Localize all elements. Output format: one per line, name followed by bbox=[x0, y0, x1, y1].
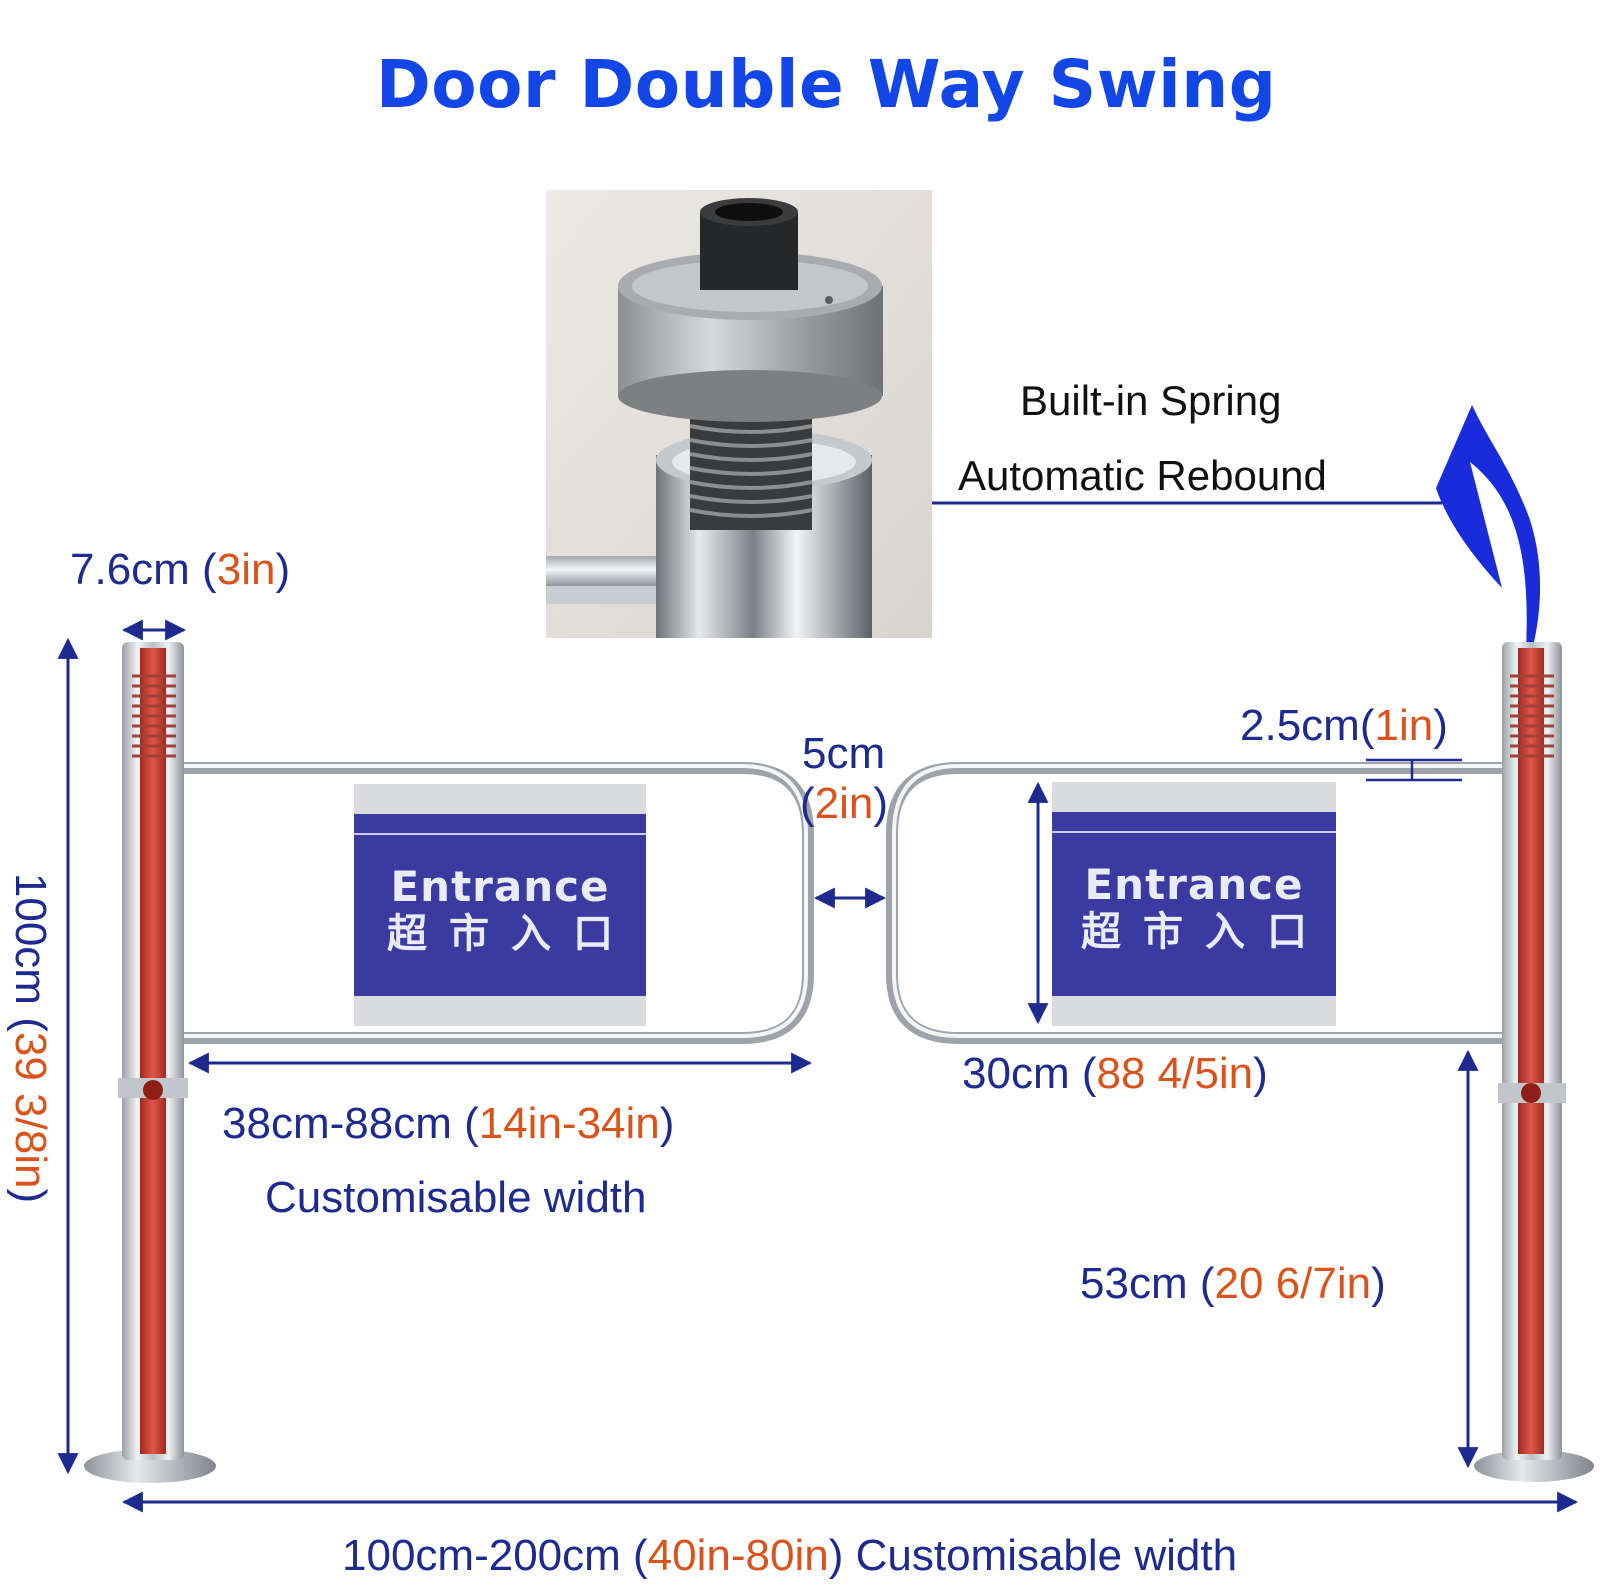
callout-line-1: Built-in Spring bbox=[1020, 377, 1282, 424]
sign-english: Entrance bbox=[1084, 860, 1304, 909]
left-entrance-sign: Entrance 超市入口 bbox=[354, 784, 646, 1026]
right-entrance-sign: Entrance 超市入口 bbox=[1052, 782, 1336, 1026]
sign-english: Entrance bbox=[390, 862, 610, 911]
post-diameter-label: 7.6cm (3in) bbox=[70, 545, 291, 594]
sign-chinese: 超市入口 bbox=[1081, 909, 1329, 955]
sign-height-label: 30cm (88 4/5in) bbox=[962, 1049, 1268, 1098]
sign-chinese: 超市入口 bbox=[387, 911, 635, 957]
rebound-arrow-icon bbox=[1436, 405, 1541, 650]
left-sign-plate bbox=[354, 784, 646, 1026]
dimension-lines bbox=[57, 619, 1579, 1513]
page-title: Door Double Way Swing bbox=[376, 46, 1277, 123]
right-sign-plate bbox=[1052, 782, 1336, 1026]
post-height-label: 100cm (39 3/8in) bbox=[6, 872, 55, 1204]
arm-height-label: 53cm (20 6/7in) bbox=[1080, 1259, 1386, 1308]
spring-photo bbox=[546, 190, 932, 638]
total-width-label: 100cm-200cm (40in-80in) Customisable wid… bbox=[342, 1531, 1238, 1580]
arm-width-label: 38cm-88cm (14in-34in) bbox=[222, 1099, 675, 1148]
tube-thickness-label: 2.5cm(1in) bbox=[1240, 701, 1448, 750]
arm-width-note: Customisable width bbox=[265, 1173, 647, 1222]
gap-metric-label: 5cm bbox=[802, 729, 886, 778]
post-base bbox=[84, 1449, 216, 1483]
left-post bbox=[84, 642, 216, 1483]
callout-line-2: Automatic Rebound bbox=[958, 452, 1327, 499]
right-post bbox=[1474, 642, 1594, 1482]
gap-imperial-label: (2in) bbox=[800, 779, 889, 828]
